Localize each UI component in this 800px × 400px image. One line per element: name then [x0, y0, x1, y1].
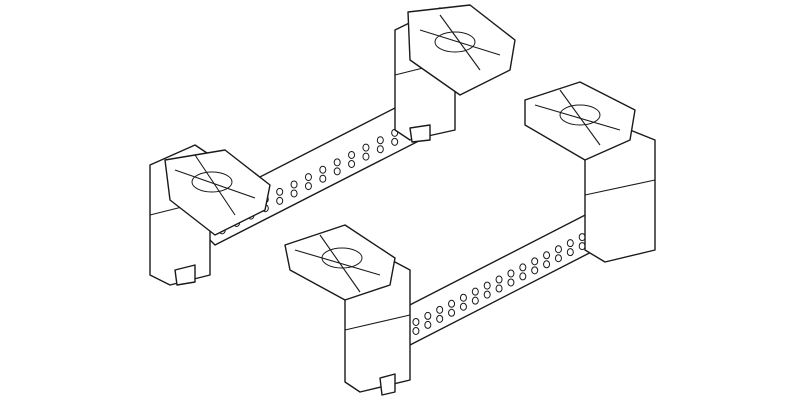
rail-hole	[554, 254, 562, 263]
upper-left-block	[149, 144, 271, 286]
rail-hole	[304, 182, 312, 191]
rail-hole	[348, 150, 356, 159]
rail-hole	[333, 167, 341, 176]
rail-hole	[566, 239, 574, 248]
rail-hole	[507, 269, 515, 278]
lower-right-hub	[559, 104, 601, 126]
rail-hole	[578, 242, 586, 251]
rail-hole	[290, 180, 298, 189]
rail-hole	[459, 302, 467, 311]
rail-hole	[578, 233, 586, 242]
lower-left-block	[284, 224, 411, 396]
upper-left-hub	[191, 171, 233, 193]
rail-hole	[304, 173, 312, 182]
lower-right-block	[524, 81, 656, 263]
rail-hole	[319, 165, 327, 174]
rail-hole	[362, 152, 370, 161]
rail-hole	[566, 248, 574, 257]
rail-hole	[519, 272, 527, 281]
rail-hole	[507, 278, 515, 287]
rail-hole	[519, 263, 527, 272]
rail-hole	[333, 158, 341, 167]
rail-hole	[376, 136, 384, 145]
lower-bracket-assembly	[284, 81, 656, 396]
rail-hole	[424, 320, 432, 329]
rail-hole	[436, 314, 444, 323]
upper-left-foot	[164, 149, 271, 236]
rail-hole	[436, 305, 444, 314]
upper-right-hub	[434, 31, 476, 53]
rail-hole	[554, 245, 562, 254]
rail-hole	[543, 260, 551, 269]
rail-hole	[276, 187, 284, 196]
rail-hole	[495, 284, 503, 293]
rail-hole	[531, 266, 539, 275]
lower-left-hub	[321, 247, 363, 269]
rail-hole	[459, 293, 467, 302]
rail-hole	[290, 189, 298, 198]
rail-hole	[424, 311, 432, 320]
rail-hole	[471, 287, 479, 296]
rail-hole	[531, 257, 539, 266]
rail-hole	[319, 174, 327, 183]
upper-right-block	[394, 4, 516, 143]
rail-hole	[276, 196, 284, 205]
rail-hole	[391, 137, 399, 146]
rail-hole	[483, 281, 491, 290]
rail-hole	[348, 159, 356, 168]
rail-hole	[362, 143, 370, 152]
upper-bracket-assembly	[149, 4, 516, 286]
rail-hole	[448, 299, 456, 308]
rail-hole	[448, 308, 456, 317]
rail-hole	[376, 145, 384, 154]
rail-hole	[543, 251, 551, 260]
rail-hole	[483, 290, 491, 299]
rail-hole	[495, 275, 503, 284]
rail-hole	[412, 326, 420, 335]
rail-hole	[471, 296, 479, 305]
rail-hole	[412, 317, 420, 326]
